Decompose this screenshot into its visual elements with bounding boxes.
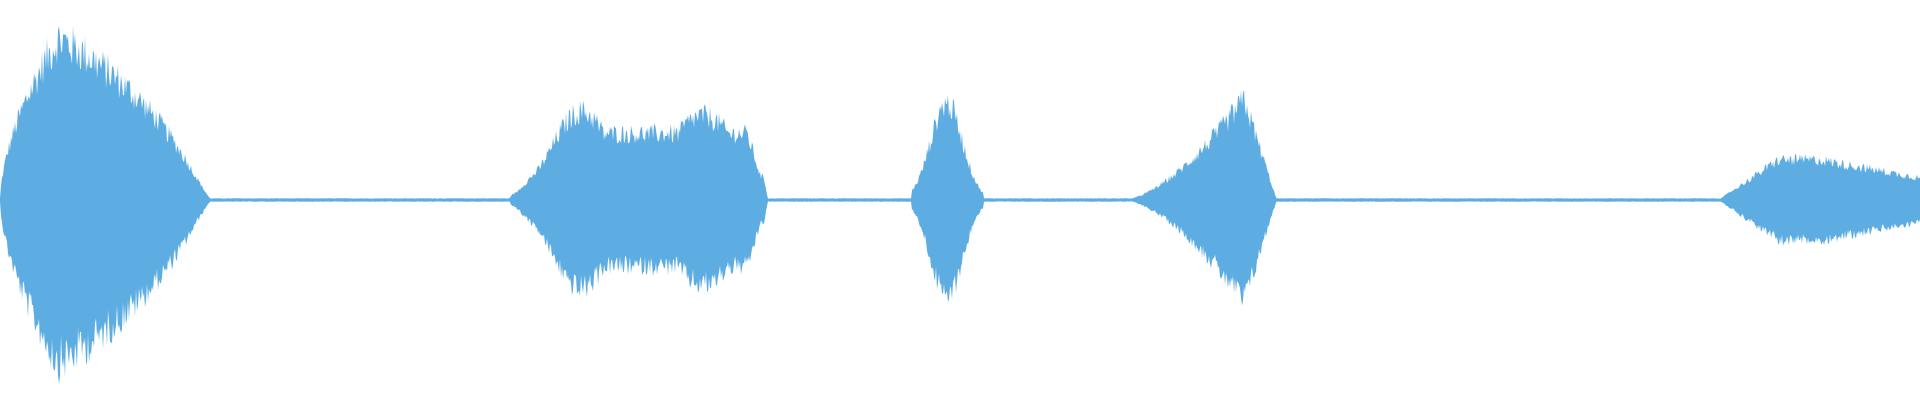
waveform-shape <box>0 25 1920 384</box>
